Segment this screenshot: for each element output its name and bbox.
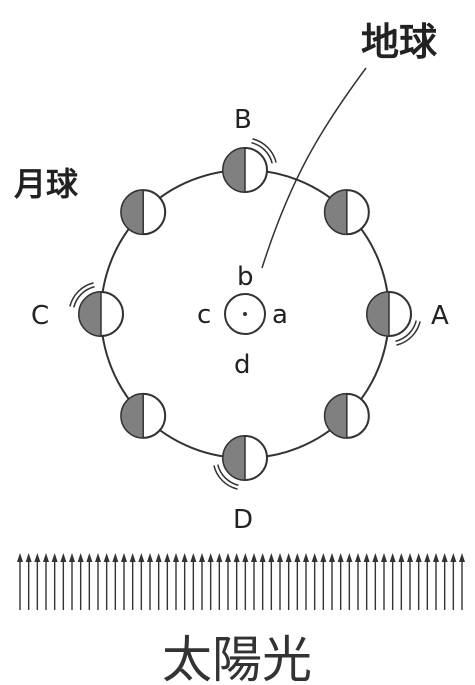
moon-dark-half: [222, 435, 246, 481]
sunlight-arrow: [433, 553, 439, 610]
moon-rotation-arc: [251, 142, 273, 164]
sunlight-arrow: [17, 553, 23, 610]
position-label-D: D: [233, 505, 253, 535]
moon-rotation-arc: [69, 282, 94, 307]
sunlight-arrow: [69, 553, 75, 610]
earth-center-dot: [243, 312, 247, 316]
moon-dark-half: [78, 291, 102, 337]
earth-leader-line: [261, 67, 367, 269]
sunlight-arrow: [268, 553, 275, 610]
moon-upper-left: [120, 189, 167, 236]
sunlight-arrow: [311, 553, 318, 610]
moon-C: [69, 282, 124, 337]
sunlight-arrow: [129, 553, 136, 610]
position-label-C: C: [31, 301, 49, 331]
sunlight-arrow: [51, 553, 58, 610]
sunlight-arrow: [207, 553, 214, 610]
moons-group: [69, 138, 421, 490]
sunlight-arrow: [294, 553, 301, 610]
moon-rotation-arc: [396, 321, 421, 346]
sunlight-arrow: [216, 553, 223, 610]
sunlight-arrow: [251, 553, 257, 610]
moon-rotation-arc: [213, 465, 238, 490]
sunlight-arrow: [389, 553, 396, 610]
sunlight-arrow: [43, 553, 49, 610]
earth-label: 地球: [361, 20, 438, 64]
moon-rotation-arc: [217, 464, 239, 486]
sunlight-arrow: [355, 553, 361, 610]
sunlight-arrow: [173, 553, 179, 610]
moon-dark-half: [120, 189, 144, 235]
sunlight-arrow: [424, 553, 431, 610]
point-label-a: a: [272, 300, 288, 330]
sunlight-arrow: [25, 553, 32, 610]
position-label-A: A: [431, 301, 449, 331]
sunlight-arrow: [337, 553, 344, 610]
sunlight-arrow: [77, 553, 84, 610]
sunlight-arrow: [225, 553, 231, 610]
sunlight-arrow: [346, 553, 353, 610]
sunlight-arrow: [363, 553, 370, 610]
sunlight-arrow: [60, 553, 67, 610]
moon-B: [222, 138, 277, 193]
sunlight-arrow: [147, 553, 153, 610]
moon-dark-half: [222, 147, 246, 193]
sunlight-arrow: [372, 553, 379, 610]
sunlight-arrow: [164, 553, 171, 610]
sunlight-arrow: [441, 553, 448, 610]
sunlight-arrow: [86, 553, 93, 610]
sunlight-arrow: [112, 553, 119, 610]
sunlight-arrow: [121, 553, 127, 610]
sunlight-arrow: [407, 553, 413, 610]
moon-rotation-arc: [395, 320, 417, 342]
sunlight-arrow: [199, 553, 205, 610]
sunlight-arrow: [242, 553, 249, 610]
sunlight-arrow: [415, 553, 422, 610]
sunlight-arrow: [277, 553, 283, 610]
moon-lower-right: [323, 392, 370, 439]
position-label-B: B: [234, 105, 252, 135]
point-label-d: d: [234, 350, 251, 380]
sunlight-arrow: [259, 553, 266, 610]
sunlight-arrow: [138, 553, 145, 610]
sunlight-label: 太陽光: [162, 631, 312, 685]
sunlight-arrow: [303, 553, 309, 610]
moon-lower-left: [120, 392, 167, 439]
moon-D: [213, 435, 268, 490]
moon-dark-half: [324, 393, 348, 439]
sunlight-arrow: [103, 553, 110, 610]
sunlight-arrow: [233, 553, 240, 610]
sunlight-arrow: [398, 553, 405, 610]
sunlight-arrow: [181, 553, 188, 610]
moon-rotation-arc: [252, 138, 277, 163]
sunlight-arrow: [381, 553, 387, 610]
sunlight-arrow: [95, 553, 101, 610]
moon-label: 月球: [14, 165, 79, 203]
moon-dark-half: [366, 291, 390, 337]
sunlight-arrows: [17, 553, 465, 610]
sunlight-arrow: [450, 553, 457, 610]
moon-rotation-arc: [73, 286, 95, 308]
sunlight-arrow: [329, 553, 335, 610]
sunlight-arrow: [320, 553, 327, 610]
sunlight-arrow: [155, 553, 162, 610]
point-label-b: b: [237, 262, 254, 292]
point-label-c: c: [197, 300, 211, 330]
moon-upper-right: [323, 189, 370, 236]
sunlight-arrow: [285, 553, 292, 610]
sunlight-arrow: [190, 553, 197, 610]
moon-dark-half: [324, 189, 348, 235]
moon-dark-half: [120, 393, 144, 439]
sunlight-arrow: [34, 553, 41, 610]
moon-A: [366, 291, 421, 346]
sunlight-arrow: [459, 553, 465, 610]
